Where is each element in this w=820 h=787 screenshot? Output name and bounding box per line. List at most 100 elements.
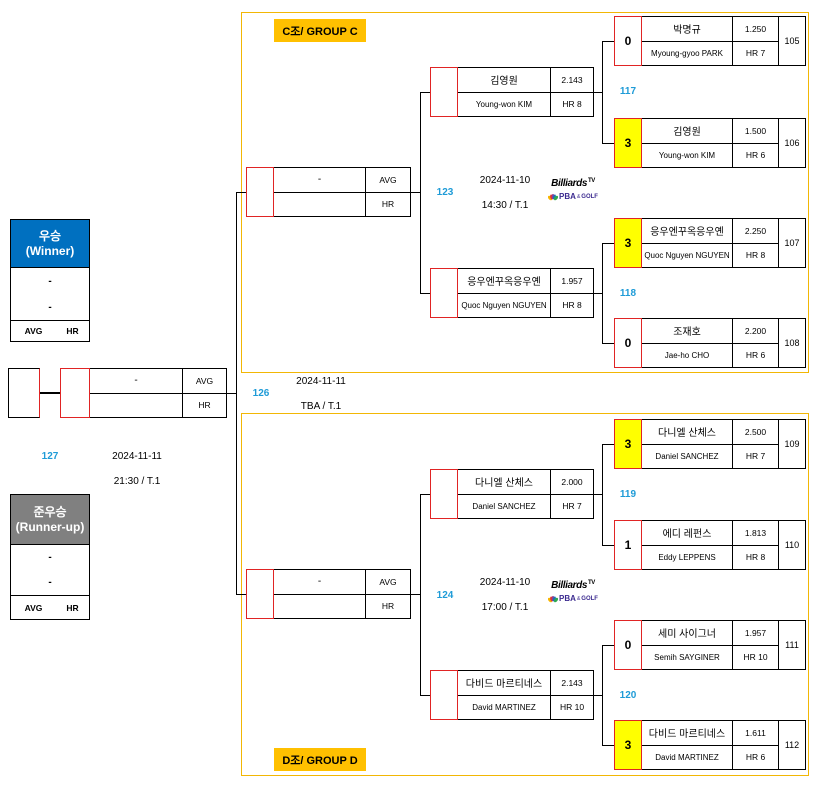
- bracket-connector: [420, 293, 430, 294]
- player-name-ko: -: [274, 168, 365, 193]
- group-c-label: C조/ GROUP C: [274, 19, 366, 42]
- match-score: [430, 268, 458, 318]
- winner-hr-label: HR: [66, 326, 79, 336]
- winner-header: 우승 (Winner): [11, 220, 89, 268]
- match-score: 0: [614, 16, 642, 66]
- logo-brand: Billiards: [551, 580, 587, 591]
- winner-box: 우승 (Winner) - - AVG HR: [10, 219, 90, 342]
- player-name-ko: 응우엔꾸옥응우옌: [642, 219, 732, 244]
- player-name-ko: -: [274, 570, 365, 595]
- player-avg: 2.200: [733, 319, 778, 344]
- match-score: [430, 670, 458, 720]
- bracket-connector: [602, 444, 603, 546]
- match-score: 3: [614, 118, 642, 168]
- bracket-connector: [602, 444, 614, 445]
- logo-tv: TV: [587, 580, 595, 586]
- player-name-ko: 다비드 마르티네스: [458, 671, 550, 696]
- logo-brand: Billiards: [551, 178, 587, 189]
- player-name: 응우엔꾸옥응우옌 Quoc Nguyen NGUYEN: [642, 218, 733, 268]
- player-name: 김영원 Young-won KIM: [642, 118, 733, 168]
- billiards-tv-logo: BilliardsTV PBA & GOLF: [543, 178, 603, 208]
- match-number: 108: [779, 318, 806, 368]
- winner-name-ko: -: [48, 275, 52, 287]
- player-hr: HR 7: [745, 48, 766, 59]
- match-123-box: - AVG HR: [246, 167, 411, 217]
- match-119-number: 119: [619, 489, 637, 500]
- bracket-connector: [227, 393, 236, 394]
- player-name-en: Jae-ho CHO: [664, 350, 710, 360]
- player-name-en: Quoc Nguyen NGUYEN: [644, 250, 730, 260]
- player-stats: 1.500 HR 6: [733, 118, 779, 168]
- bracket-connector: [420, 494, 430, 495]
- player-avg: 2.143: [551, 671, 593, 696]
- runner-up-header: 준우승 (Runner-up): [11, 495, 89, 545]
- match-109-box: 3 다니엘 산체스 Daniel SANCHEZ 2.500 HR 7 109: [614, 419, 806, 469]
- match-score: 0: [614, 318, 642, 368]
- player-hr: HR 6: [745, 350, 766, 361]
- winner-title: 우승: [38, 228, 62, 243]
- player-hr: HR 8: [745, 250, 766, 261]
- runner-up-box: 준우승 (Runner-up) - - AVG HR: [10, 494, 90, 620]
- match-110-box: 1 에디 레펀스 Eddy LEPPENS 1.813 HR 8 110: [614, 520, 806, 570]
- match-120-box: 다비드 마르티네스 David MARTINEZ 2.143 HR 10: [430, 670, 594, 720]
- player-name: 조재호 Jae-ho CHO: [642, 318, 733, 368]
- bracket-connector: [420, 695, 430, 696]
- player-avg: AVG: [183, 369, 226, 394]
- winner-name-en: -: [48, 301, 52, 313]
- bracket-connector: [420, 92, 430, 93]
- match-number: 109: [779, 419, 806, 469]
- match-123-time: 14:30 / T.1: [481, 200, 529, 211]
- player-name-en: Semih SAYGINER: [654, 652, 720, 662]
- bracket-connector: [602, 343, 614, 344]
- player-name: 세미 사이그너 Semih SAYGINER: [642, 620, 733, 670]
- player-avg: 1.813: [733, 521, 778, 546]
- player-avg: 2.500: [733, 420, 778, 445]
- player-avg: 2.250: [733, 219, 778, 244]
- player-hr: HR 10: [559, 702, 585, 713]
- logo-pba: PBA: [559, 192, 576, 201]
- player-name-en: David MARTINEZ: [472, 702, 536, 712]
- player-name: 응우엔꾸옥응우옌 Quoc Nguyen NGUYEN: [458, 268, 551, 318]
- player-avg: 1.957: [733, 621, 778, 646]
- bracket-connector: [236, 192, 237, 595]
- player-name: -: [274, 167, 366, 217]
- player-name: -: [274, 569, 366, 619]
- logo-amp: &: [576, 596, 581, 602]
- bracket-connector: [236, 594, 246, 595]
- match-score: [60, 368, 90, 418]
- match-number: 111: [779, 620, 806, 670]
- match-123-number: 123: [436, 187, 454, 198]
- player-name-en: Daniel SANCHEZ: [655, 451, 719, 461]
- player-stats: 2.143 HR 8: [551, 67, 594, 117]
- runner-up-avg-label: AVG: [24, 602, 43, 613]
- player-avg: 1.957: [551, 269, 593, 294]
- player-name-ko: 김영원: [458, 68, 550, 93]
- player-hr: HR 6: [745, 150, 766, 161]
- match-112-box: 3 다비드 마르티네스 David MARTINEZ 1.611 HR 6 11…: [614, 720, 806, 770]
- runner-up-subtitle: (Runner-up): [15, 519, 85, 534]
- match-number: 110: [779, 520, 806, 570]
- runner-up-title: 준우승: [33, 504, 67, 519]
- match-number: 112: [779, 720, 806, 770]
- player-name: 박명규 Myoung-gyoo PARK: [642, 16, 733, 66]
- bracket-connector: [602, 745, 614, 746]
- player-name: 다비드 마르티네스 David MARTINEZ: [642, 720, 733, 770]
- player-name-en: Young-won KIM: [475, 99, 533, 109]
- player-hr: HR 7: [562, 501, 582, 512]
- player-name-en: Myoung-gyoo PARK: [651, 48, 723, 58]
- player-stats: 2.250 HR 8: [733, 218, 779, 268]
- player-name: -: [90, 368, 183, 418]
- player-name-ko: 조재호: [642, 319, 732, 344]
- match-118-number: 118: [619, 288, 637, 299]
- match-score: 1: [614, 520, 642, 570]
- player-stats: 1.250 HR 7: [733, 16, 779, 66]
- bracket-connector: [602, 243, 603, 344]
- match-127-time: 21:30 / T.1: [113, 476, 161, 487]
- match-126-time: TBA / T.1: [300, 401, 342, 412]
- player-hr: HR: [381, 601, 395, 612]
- player-name-ko: 에디 레펀스: [642, 521, 732, 546]
- match-123-date: 2024-11-10: [479, 175, 531, 186]
- player-hr: HR 10: [743, 652, 768, 663]
- match-124-box: - AVG HR: [246, 569, 411, 619]
- group-d-label: D조/ GROUP D: [274, 748, 366, 771]
